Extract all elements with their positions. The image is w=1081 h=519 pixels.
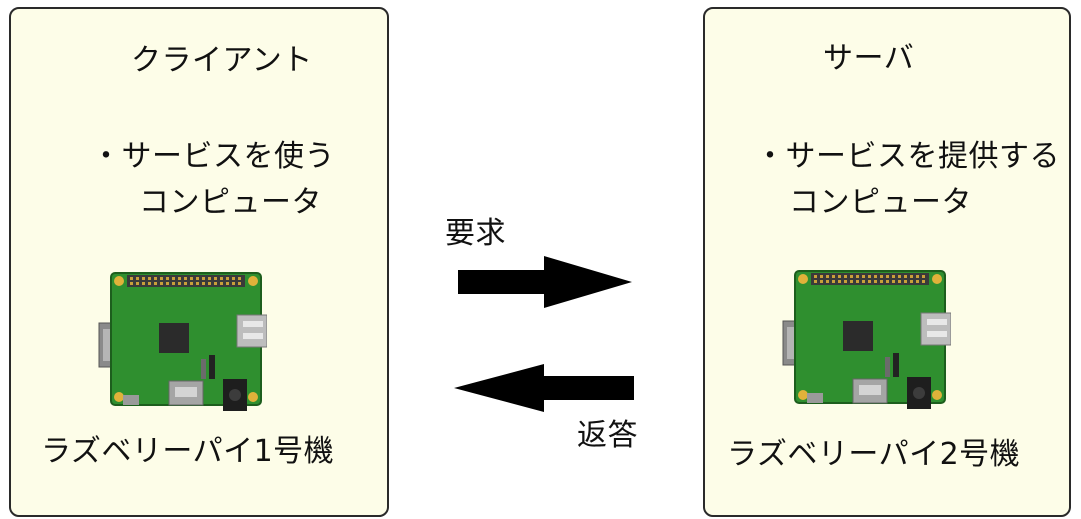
client-device-label: ラズベリーパイ1号機 <box>41 434 335 469</box>
server-description-line1: ・サービスを提供する <box>755 139 1060 174</box>
client-description-line2: コンピュータ <box>139 185 322 220</box>
request-label: 要求 <box>445 216 506 251</box>
server-title: サーバ <box>823 41 915 76</box>
server-description-line2: コンピュータ <box>789 185 972 220</box>
client-panel: クライアント ・サービスを使う コンピュータ <box>9 7 389 517</box>
raspberry-pi-board-icon <box>782 270 951 409</box>
response-label: 返答 <box>577 418 638 453</box>
left-arrow-icon <box>454 364 634 412</box>
client-description-line1: ・サービスを使う <box>91 139 335 174</box>
raspberry-pi-board-icon <box>98 272 267 411</box>
server-panel: サーバ ・サービスを提供する コンピュータ ラズベリーパイ2号機 <box>703 7 1071 517</box>
right-arrow-icon <box>458 256 632 308</box>
client-title: クライアント <box>131 43 313 78</box>
server-device-label: ラズベリーパイ2号機 <box>727 437 1021 472</box>
